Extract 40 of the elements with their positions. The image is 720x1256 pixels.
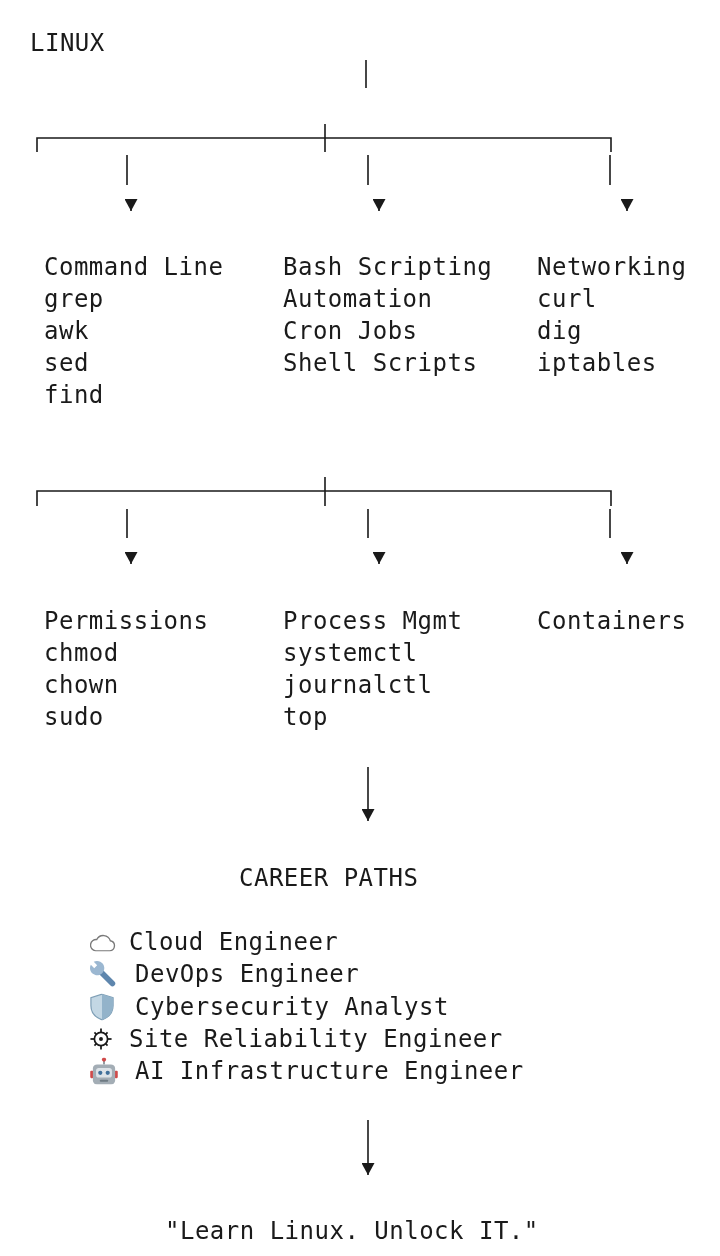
career-item: AI Infrastructure Engineer (135, 1056, 524, 1087)
arrow (367, 508, 386, 565)
arrow (124, 508, 138, 565)
career-item: Site Reliability Engineer (129, 1023, 503, 1055)
list-item: iptables (537, 348, 657, 379)
career-item: Cybersecurity Analyst (135, 991, 449, 1023)
arrow (124, 154, 138, 212)
category-heading: Command Line (44, 252, 224, 283)
arrow (609, 508, 634, 565)
list-item: dig (537, 316, 582, 347)
career-item: DevOps Engineer (135, 959, 360, 991)
arrow (361, 766, 375, 822)
list-item: Cron Jobs (283, 316, 418, 347)
category-heading: Permissions (44, 606, 209, 637)
list-item: grep (44, 284, 104, 315)
branch-line (36, 59, 612, 153)
career-item: Cloud Engineer (129, 927, 339, 958)
title: LINUX (30, 28, 105, 59)
category-heading: Networking (537, 252, 687, 283)
list-item: journalctl (283, 670, 433, 701)
list-item: top (283, 702, 328, 733)
list-item: chown (44, 670, 119, 701)
list-item: awk (44, 316, 89, 347)
list-item: Shell Scripts (283, 348, 478, 379)
branch-line (36, 476, 612, 507)
arrow (609, 154, 634, 212)
category-heading: Process Mgmt (283, 606, 463, 637)
list-item: find (44, 380, 104, 411)
list-item: systemctl (283, 638, 418, 669)
category-heading: Bash Scripting (283, 252, 493, 283)
arrow (361, 1119, 375, 1176)
list-item: chmod (44, 638, 119, 669)
list-item: sed (44, 348, 89, 379)
section-heading: CAREER PATHS (239, 863, 419, 894)
list-item: Automation (283, 284, 433, 315)
list-item: sudo (44, 702, 104, 733)
arrow (367, 154, 386, 212)
list-item: curl (537, 284, 597, 315)
quote-text: "Learn Linux. Unlock IT." (165, 1216, 539, 1247)
category-heading: Containers (537, 606, 687, 637)
